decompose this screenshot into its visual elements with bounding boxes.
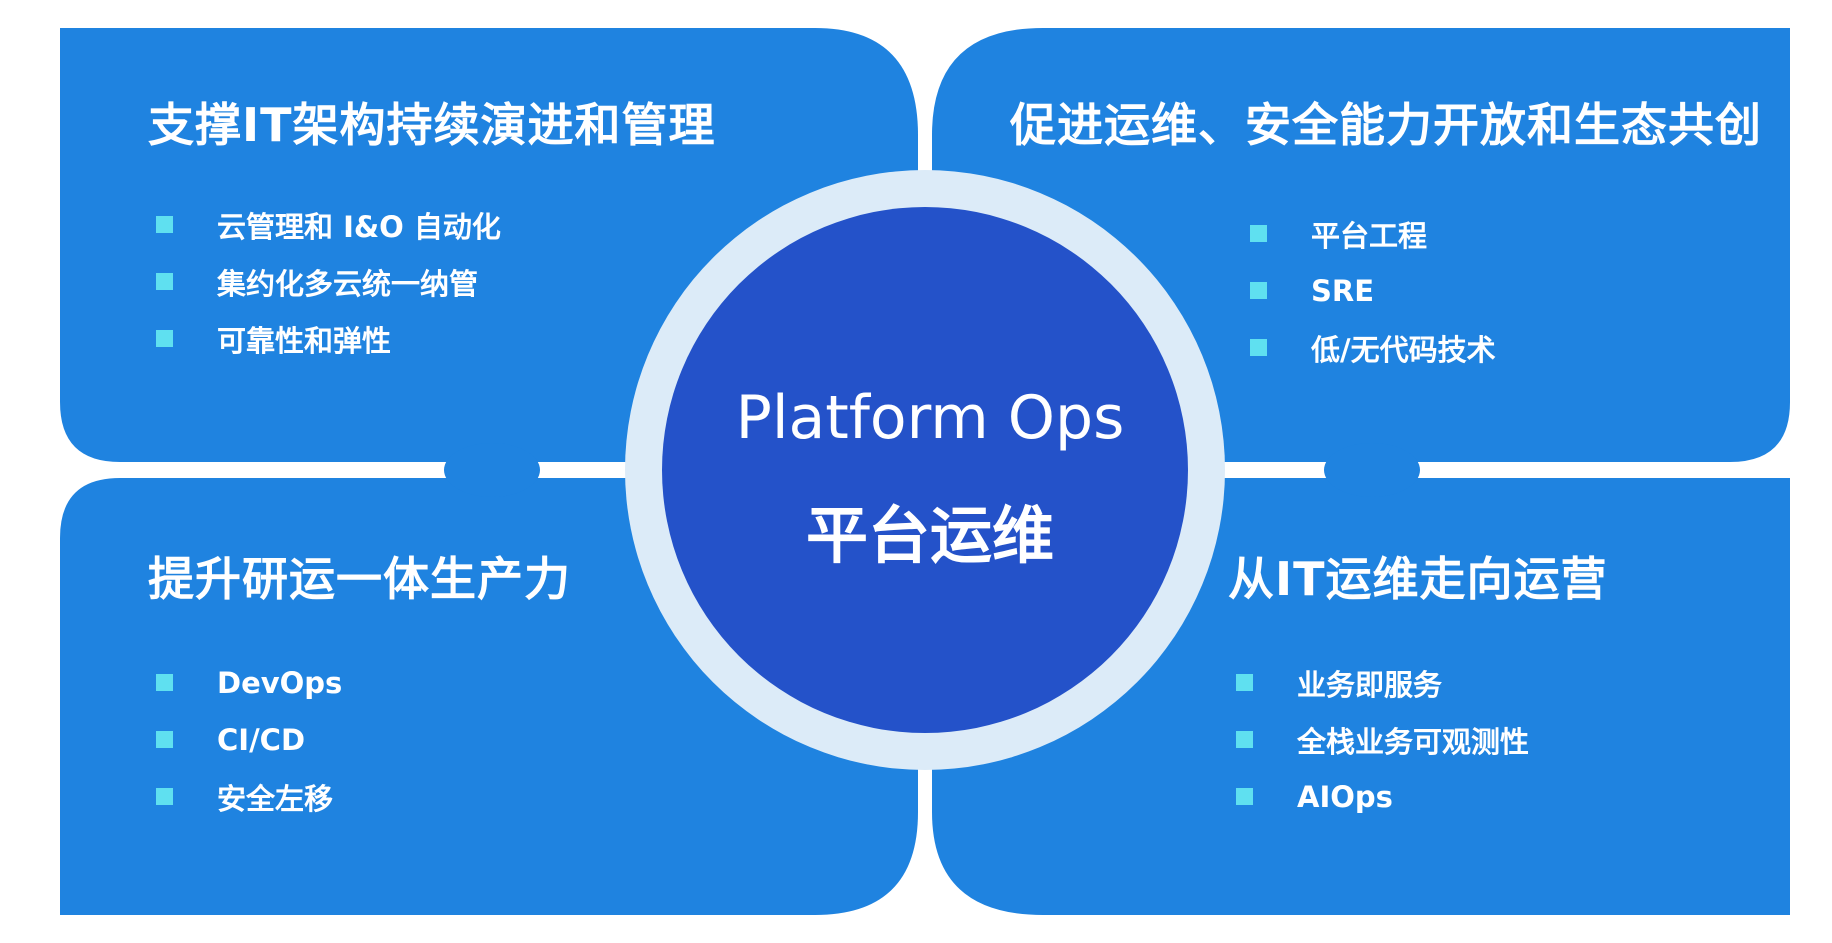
list-item: 全栈业务可观测性	[1236, 711, 1529, 768]
list-item: DevOps	[156, 654, 342, 711]
bullet-icon	[156, 273, 173, 290]
list-item: AIOps	[1236, 768, 1529, 825]
center-title-zh: 平台运维	[805, 499, 1054, 572]
list-item: 云管理和 I&O 自动化	[156, 196, 501, 253]
quadrant-bottom-left-list: DevOps CI/CD 安全左移	[156, 654, 342, 825]
bullet-icon	[156, 216, 173, 233]
bullet-icon	[1250, 225, 1267, 242]
list-item: 安全左移	[156, 768, 342, 825]
bullet-icon	[156, 788, 173, 805]
quadrant-top-left-title: 支撑IT架构持续演进和管理	[148, 98, 716, 152]
list-item: CI/CD	[156, 711, 342, 768]
quadrant-bottom-right-title: 从IT运维走向运营	[1228, 552, 1608, 606]
bullet-icon	[1250, 339, 1267, 356]
list-item: 集约化多云统一纳管	[156, 253, 501, 310]
bullet-icon	[156, 731, 173, 748]
quadrant-top-left-list: 云管理和 I&O 自动化 集约化多云统一纳管 可靠性和弹性	[156, 196, 501, 367]
quadrant-top-right-list: 平台工程 SRE 低/无代码技术	[1250, 205, 1496, 376]
list-item: 可靠性和弹性	[156, 310, 501, 367]
connector-bump-left	[444, 443, 540, 497]
list-item: 低/无代码技术	[1250, 319, 1496, 376]
bullet-icon	[1250, 282, 1267, 299]
bullet-icon	[1236, 788, 1253, 805]
bullet-icon	[1236, 731, 1253, 748]
quadrant-top-right-title: 促进运维、安全能力开放和生态共创	[1010, 98, 1762, 152]
bullet-icon	[1236, 674, 1253, 691]
list-item: 平台工程	[1250, 205, 1496, 262]
bullet-icon	[156, 330, 173, 347]
center-title-en: Platform Ops	[735, 383, 1125, 453]
quadrant-bottom-right-list: 业务即服务 全栈业务可观测性 AIOps	[1236, 654, 1529, 825]
list-item: SRE	[1250, 262, 1496, 319]
quadrant-bottom-left-title: 提升研运一体生产力	[148, 552, 571, 606]
list-item: 业务即服务	[1236, 654, 1529, 711]
center-circle	[662, 207, 1188, 733]
connector-bump-right	[1324, 443, 1420, 497]
bullet-icon	[156, 674, 173, 691]
